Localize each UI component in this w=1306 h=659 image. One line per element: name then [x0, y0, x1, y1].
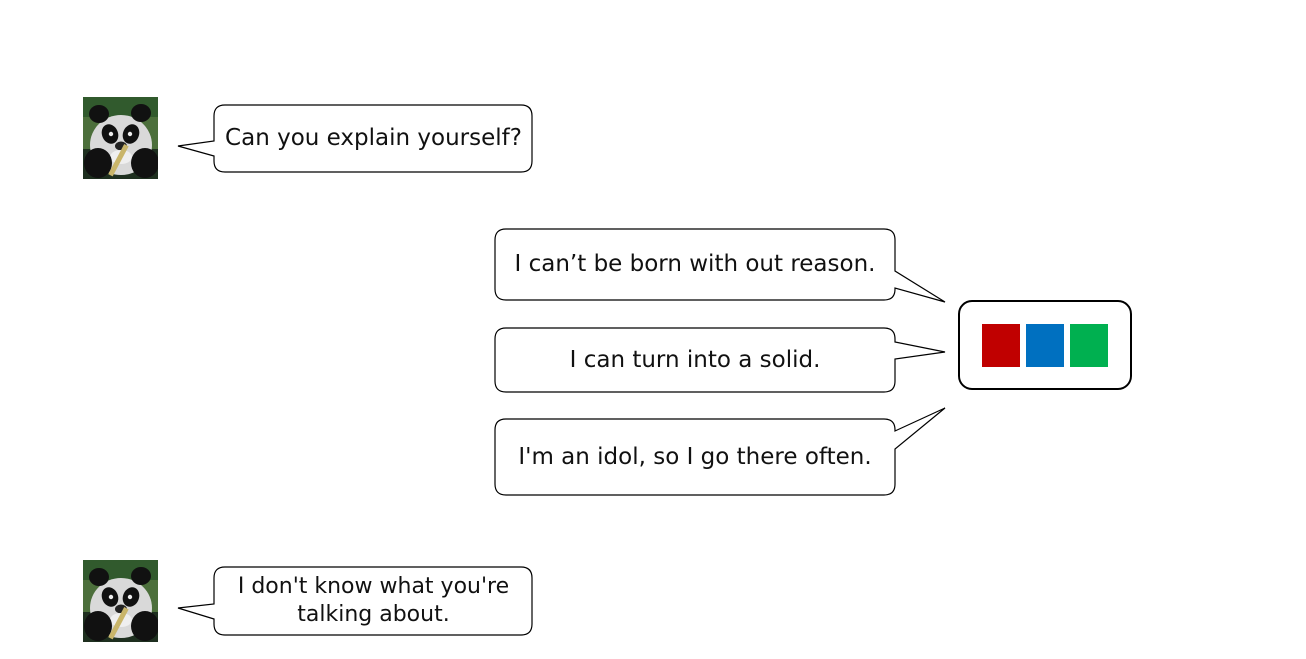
blue-block [1026, 324, 1064, 367]
rgb-message-text-3: I'm an idol, so I go there often. [518, 444, 872, 470]
rgb-speech-bubble-3: I'm an idol, so I go there often. [494, 406, 954, 498]
rgb-blocks-icon [958, 300, 1132, 390]
panda-avatar-icon [83, 97, 158, 179]
green-block [1070, 324, 1108, 367]
rgb-message-text-2: I can turn into a solid. [569, 346, 821, 373]
rgb-message-text-1: I can’t be born with out reason. [514, 251, 876, 277]
red-block [982, 324, 1020, 367]
panda-avatar-icon [83, 560, 158, 642]
panda-speech-bubble-top: Can you explain yourself? [177, 104, 534, 174]
panda-speech-bubble-bottom: I don't know what you're talking about. [177, 566, 534, 637]
rgb-speech-bubble-2: I can turn into a solid. [494, 327, 954, 395]
panda-message-text: Can you explain yourself? [225, 125, 522, 151]
rgb-speech-bubble-1: I can’t be born with out reason. [494, 228, 954, 304]
panda-message-text: I don't know what you're talking about. [237, 574, 510, 627]
